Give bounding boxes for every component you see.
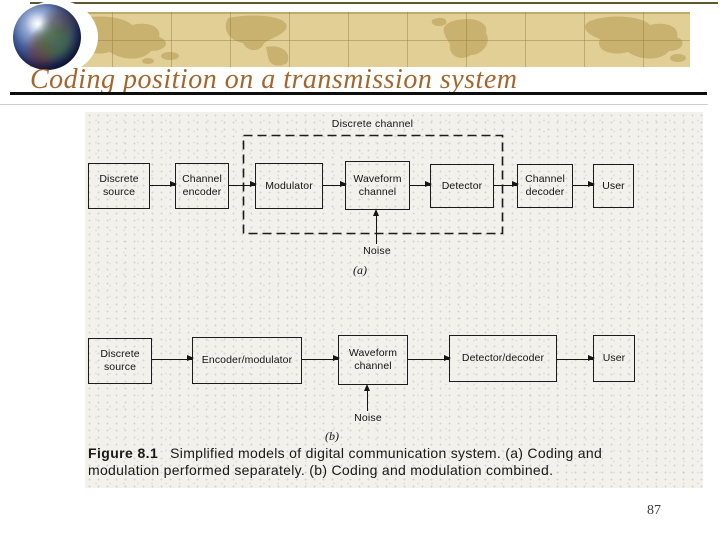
noise-arrow-a — [372, 209, 379, 244]
title-underline-thin — [0, 104, 708, 105]
title-underline — [10, 92, 707, 95]
box-discrete-source-a: Discrete source — [88, 163, 150, 209]
box-channel-decoder: Channel decoder — [517, 164, 573, 208]
caption-figure-label: Figure 8.1 — [88, 445, 159, 461]
figure-8-1-image: Discrete channel Discrete source Channel… — [85, 112, 703, 488]
box-channel-encoder: Channel encoder — [175, 163, 229, 209]
arrow-a4 — [410, 181, 432, 188]
arrow-a6 — [573, 181, 595, 188]
sublabel-b: (b) — [325, 429, 339, 443]
caption-line-1: Figure 8.1 Simplified models of digital c… — [88, 445, 702, 462]
box-detector-decoder: Detector/decoder — [449, 335, 557, 382]
caption-line-2: modulation performed separately. (b) Cod… — [88, 462, 554, 478]
box-discrete-source-b: Discrete source — [88, 338, 152, 384]
globe-icon — [13, 4, 81, 70]
arrow-a3 — [323, 181, 347, 188]
arrow-b3 — [408, 355, 451, 362]
figure-caption: Figure 8.1 Simplified models of digital c… — [88, 445, 702, 479]
noise-label-a: Noise — [363, 245, 391, 257]
arrow-a5 — [494, 181, 519, 188]
arrow-a2 — [229, 181, 257, 188]
discrete-channel-label: Discrete channel — [331, 118, 414, 130]
box-user-a: User — [593, 164, 634, 208]
arrow-a1 — [150, 181, 177, 188]
discrete-channel-dashed-box — [242, 134, 504, 235]
box-modulator: Modulator — [255, 163, 323, 209]
box-user-b: User — [593, 335, 635, 382]
arrow-b4 — [557, 355, 595, 362]
sublabel-a: (a) — [353, 263, 367, 277]
caption-line-1-text: Simplified models of digital communicati… — [170, 445, 603, 461]
slide-title: Coding position on a transmission system — [30, 64, 518, 95]
noise-label-b: Noise — [354, 412, 382, 424]
box-detector: Detector — [430, 164, 494, 208]
banner-gridlines — [30, 12, 690, 67]
header-top-rule — [30, 2, 718, 4]
box-encoder-modulator: Encoder/modulator — [192, 337, 302, 384]
world-map-banner — [30, 12, 690, 67]
box-waveform-channel-b: Waveform channel — [338, 335, 408, 385]
arrow-b2 — [302, 355, 340, 362]
noise-arrow-b — [363, 384, 370, 411]
arrow-b1 — [152, 355, 194, 362]
box-waveform-channel-a: Waveform channel — [345, 161, 410, 210]
page-number: 87 — [647, 503, 661, 518]
